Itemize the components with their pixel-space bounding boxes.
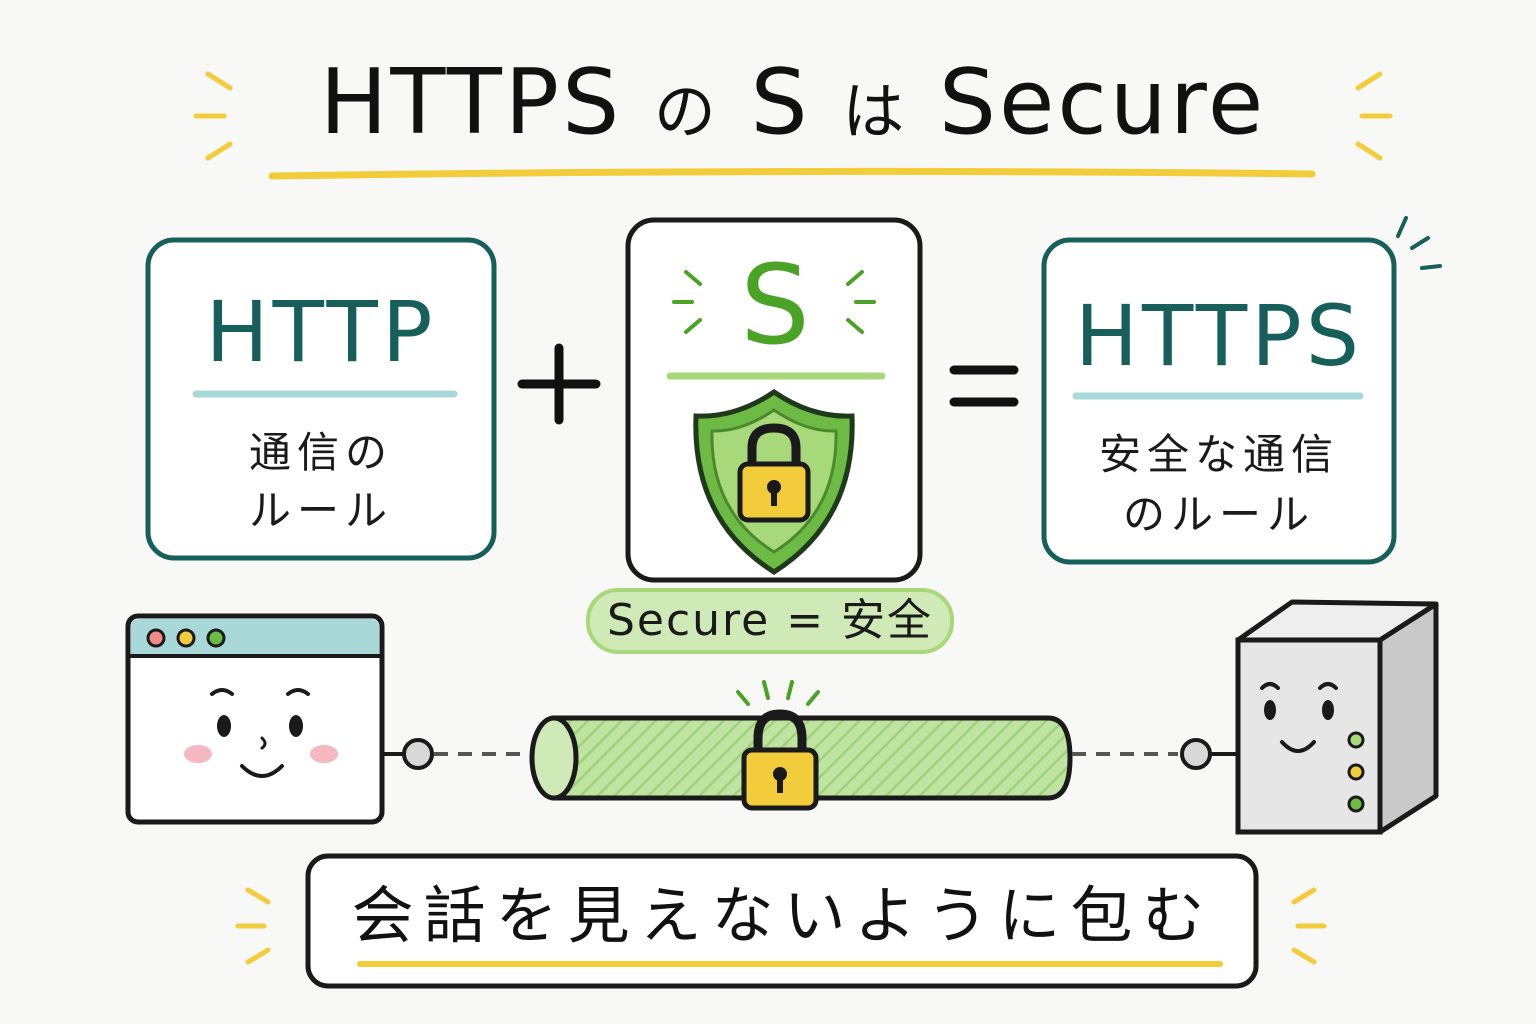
https-word: HTTPS (1074, 287, 1364, 385)
title-s: S (750, 50, 811, 155)
secure-label: Secure = 安全 (606, 595, 934, 646)
browser-window-face-icon (125, 613, 385, 825)
title-wa: は (842, 75, 908, 148)
equals-operator (949, 365, 1019, 407)
http-box (145, 237, 497, 561)
left-connector (384, 738, 540, 770)
title-https: HTTPS (319, 50, 623, 155)
shield-lock-icon (693, 388, 855, 575)
secure-label-pill (586, 588, 954, 654)
https-desc-line2: のルール (1122, 490, 1315, 539)
http-desc-line2: ルール (248, 486, 393, 535)
s-sparkle-right (846, 270, 876, 334)
http-desc-line1: 通信の (248, 428, 393, 477)
https-sparkle (1396, 216, 1442, 270)
plus-operator (517, 343, 601, 425)
padlock-icon (736, 680, 820, 811)
server-face-icon (1235, 599, 1439, 835)
caption-text: 会話を見えないように包む (351, 879, 1215, 952)
s-letter: S (740, 241, 810, 369)
title-sparkle-left (193, 71, 233, 161)
title-underline (268, 167, 1316, 180)
right-connector (1072, 738, 1236, 770)
caption-sparkle-right (1291, 887, 1327, 965)
title-no: の (653, 75, 719, 148)
s-sparkle-left (672, 270, 702, 334)
https-desc-line1: 安全な通信 (1098, 430, 1339, 479)
page-title: HTTPS の S は Secure (268, 48, 1318, 158)
caption-box (305, 853, 1259, 989)
https-box (1041, 237, 1397, 565)
title-secure: Secure (938, 50, 1267, 155)
caption-sparkle-left (235, 887, 271, 965)
http-word: HTTP (205, 283, 437, 381)
title-sparkle-right (1355, 71, 1393, 161)
